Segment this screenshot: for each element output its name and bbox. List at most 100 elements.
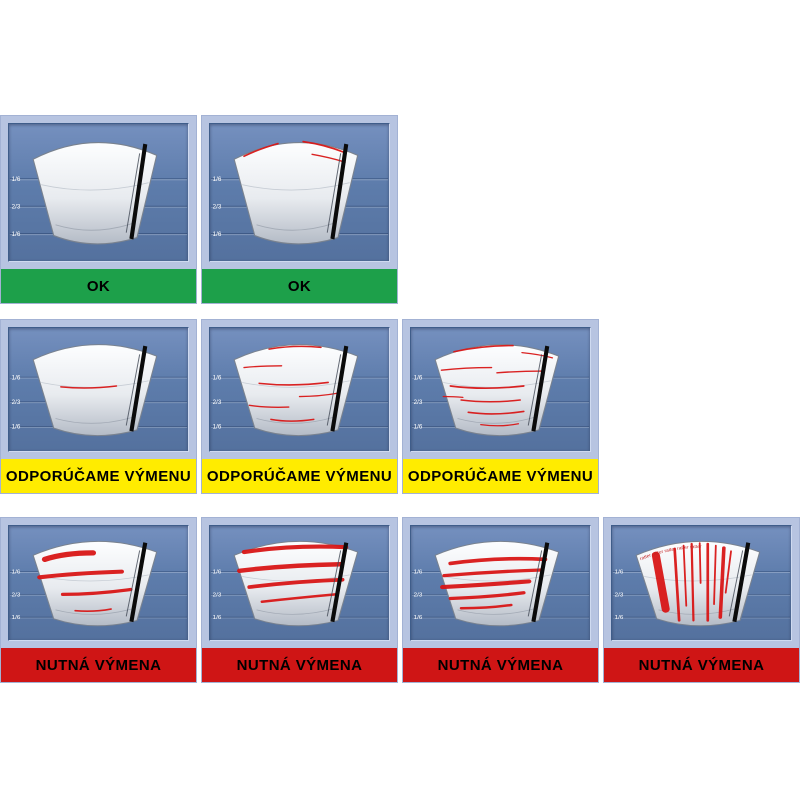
wear-streak — [268, 345, 322, 350]
wiper-sweep-edge — [326, 354, 342, 426]
wiper-sweep-edge — [728, 550, 744, 617]
windshield-screen: 1/6 2/3 1/6 — [8, 327, 189, 452]
windshield-illustration: 1/6 2/3 1/6 — [411, 344, 590, 437]
glass-lower-arc — [256, 222, 336, 231]
wear-streak — [480, 423, 520, 427]
wear-streak — [37, 569, 125, 580]
wear-streak — [467, 410, 525, 415]
wiper-blade — [531, 345, 550, 432]
wiper-sweep-edge — [125, 550, 141, 617]
glass-lower-arc — [457, 416, 537, 424]
wiper-blade — [330, 345, 349, 432]
wear-streak — [302, 140, 346, 154]
wear-streak — [270, 418, 315, 422]
glass-reflection-arc — [443, 574, 551, 582]
glass-reflection-arc — [242, 182, 350, 191]
wiper-blade — [129, 143, 148, 240]
windshield-illustration: 1/62/31/6 — [9, 540, 188, 627]
wear-streak — [448, 556, 548, 566]
glass-reflection-arc — [644, 574, 752, 582]
windshield-illustration: 1/62/31/6 — [411, 540, 590, 627]
glass-lower-arc — [256, 416, 336, 424]
zone-label: 2/3 — [414, 399, 423, 406]
zone-label: 2/3 — [213, 593, 222, 599]
zone-label: 1/6 — [213, 424, 222, 431]
zone-label: 1/6 — [213, 176, 222, 183]
wear-streak — [258, 381, 329, 386]
zone-label: 2/3 — [12, 399, 21, 406]
zone-label: 1/6 — [414, 570, 423, 576]
wear-streak — [724, 550, 732, 594]
windshield-illustration: 1/62/31/6 — [210, 140, 389, 245]
glass-lower-arc — [55, 222, 135, 231]
wiper-sweep-edge — [527, 354, 543, 426]
glass-reflection-arc — [242, 380, 350, 388]
wear-streak — [682, 544, 688, 607]
status-label-ok: OK — [202, 269, 397, 303]
glass-lower-arc — [55, 416, 135, 424]
zone-label: 1/6 — [615, 570, 624, 576]
windshield-screen: 1/6 2/3 1/6 — [410, 327, 591, 452]
glass-lower-arc — [457, 607, 537, 615]
wear-streak — [449, 385, 525, 389]
status-label-recommend: ODPORÚČAME VÝMENU — [1, 459, 196, 493]
wear-streak — [60, 385, 118, 389]
wiper-blade — [129, 542, 148, 623]
zone-label: 1/6 — [615, 615, 624, 621]
status-label-required: NUTNÁ VÝMENA — [202, 648, 397, 682]
zone-label: 1/6 — [12, 570, 21, 576]
wear-streak — [241, 544, 349, 555]
zone-label: 2/3 — [213, 203, 222, 210]
wiper-blade — [330, 143, 349, 240]
windshield-glass — [32, 540, 158, 627]
wear-streak — [459, 603, 513, 610]
windshield-glass — [32, 344, 158, 437]
wear-streak — [60, 587, 133, 597]
wear-streak — [460, 399, 521, 403]
wear-streak — [496, 370, 545, 374]
wear-streak — [448, 591, 526, 601]
wear-streak — [440, 579, 532, 590]
zone-label: 1/6 — [414, 374, 423, 381]
zone-label: 2/3 — [615, 593, 624, 599]
zone-label: 2/3 — [12, 203, 21, 210]
zone-label: 1/6 — [12, 424, 21, 431]
wiper-blade — [531, 542, 550, 623]
wiper-sweep-edge — [326, 550, 342, 617]
windshield-illustration: 1/6 2/3 1/6 — [9, 344, 188, 437]
zone-label: 1/6 — [213, 615, 222, 621]
wear-streak — [713, 544, 717, 605]
status-label-recommend: ODPORÚČAME VÝMENU — [202, 459, 397, 493]
glass-lower-arc — [55, 607, 135, 615]
windshield-glass — [32, 142, 158, 245]
wiper-sweep-edge — [125, 354, 141, 426]
wear-streak — [298, 392, 340, 398]
zone-label: 1/6 — [414, 424, 423, 431]
glass-reflection-arc — [41, 182, 149, 191]
wear-streak — [74, 608, 112, 613]
wiper-blade — [129, 345, 148, 432]
zone-label: 1/6 — [12, 374, 21, 381]
wear-streak — [690, 542, 695, 622]
windshield-illustration: 1/62/31/6 — [9, 142, 188, 245]
wear-streak — [260, 593, 337, 603]
glass-reflection-arc — [41, 574, 149, 582]
wear-streak — [243, 365, 283, 369]
status-label-required: NUTNÁ VÝMENA — [1, 648, 196, 682]
